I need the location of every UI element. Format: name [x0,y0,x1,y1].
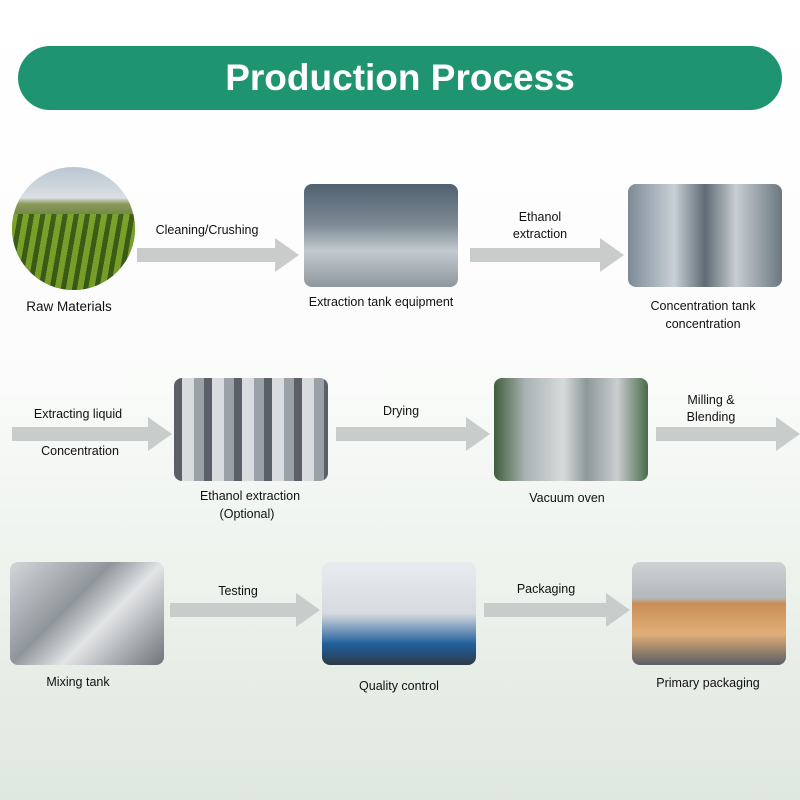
mixing-tank-caption: Mixing tank [46,675,110,689]
raw-materials-caption: Raw Materials [26,299,112,314]
page-title: Production Process [18,46,782,110]
raw-materials-photo [12,167,135,290]
concentration-tank-photo [628,184,782,287]
quality-control-caption: Quality control [359,679,439,693]
arrow-cleaning [137,238,299,272]
extraction-tank-caption: Extraction tank equipment [308,295,454,309]
drying-label: Drying [382,404,420,418]
ethanol-extraction-caption-1: Ethanol extraction [199,489,301,503]
milling-label-1: Milling & [687,393,735,407]
ethanol-label-2: extraction [512,227,568,241]
packaging-label: Packaging [516,582,576,596]
arrow-milling-blending [656,417,800,451]
vacuum-oven-photo [494,378,648,481]
primary-packaging-caption: Primary packaging [656,676,760,690]
vacuum-oven-caption: Vacuum oven [529,491,605,505]
arrow-packaging [484,593,630,627]
arrow-ethanol-extraction [470,238,624,272]
arrow-concentration [12,417,172,451]
quality-control-photo [322,562,476,665]
mixing-tank-photo [10,562,164,665]
arrow-testing [170,593,320,627]
extraction-tank-photo [304,184,458,287]
extracting-liquid-label: Extracting liquid [33,407,123,421]
concentration-caption-2: concentration [665,317,741,331]
concentration-label: Concentration [41,444,119,458]
testing-label: Testing [218,584,258,598]
concentration-caption-1: Concentration tank [650,299,756,313]
milling-label-2: Blending [686,410,736,424]
ethanol-label-1: Ethanol [518,210,562,224]
arrow-drying [336,417,490,451]
cleaning-crushing-label: Cleaning/Crushing [155,223,259,237]
ethanol-extraction-caption-2: (Optional) [219,507,275,521]
primary-packaging-photo [632,562,786,665]
ethanol-extraction-photo [174,378,328,481]
